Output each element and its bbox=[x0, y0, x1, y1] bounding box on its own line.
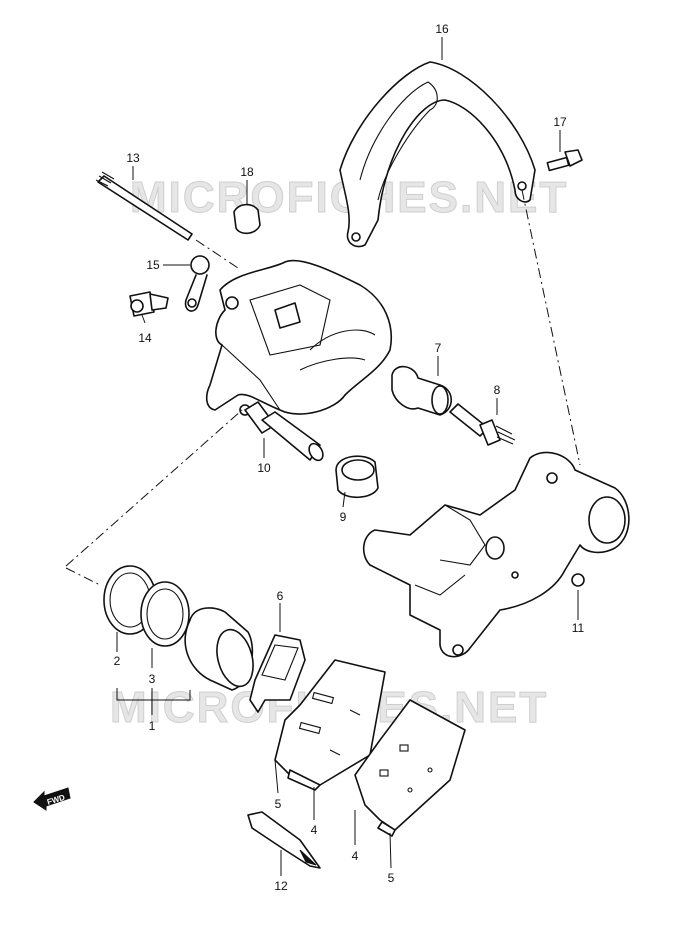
part-18-cap bbox=[233, 203, 261, 235]
callout-5-left: 5 bbox=[275, 797, 282, 811]
callout-16: 16 bbox=[435, 22, 449, 36]
part-17-bolt bbox=[546, 149, 583, 172]
callout-18: 18 bbox=[240, 165, 254, 179]
part-7-sleeve bbox=[391, 365, 453, 416]
part-15-clip bbox=[184, 255, 210, 312]
callout-15: 15 bbox=[146, 258, 160, 272]
callout-11: 11 bbox=[572, 621, 585, 635]
callout-6: 6 bbox=[277, 589, 284, 603]
part-12-spring bbox=[247, 811, 321, 869]
callout-8: 8 bbox=[494, 383, 501, 397]
part-10-slide-pin bbox=[244, 401, 324, 462]
callout-9: 9 bbox=[340, 510, 347, 524]
part-11-caliper-bracket bbox=[362, 451, 630, 658]
callout-17: 17 bbox=[553, 115, 567, 129]
piston bbox=[184, 607, 254, 691]
callout-4-left: 4 bbox=[311, 823, 318, 837]
callout-labels: 16 17 13 18 15 14 7 8 10 9 11 6 2 3 1 5 … bbox=[114, 22, 585, 893]
part-14-bleed-valve bbox=[129, 291, 169, 317]
part-16-bracket bbox=[339, 61, 536, 248]
brake-pad-set-1 bbox=[274, 659, 386, 791]
part-6-spring bbox=[249, 634, 306, 713]
callout-4-right: 4 bbox=[352, 849, 359, 863]
part-9-boot bbox=[335, 455, 379, 499]
leader-lines bbox=[65, 37, 581, 876]
callout-2: 2 bbox=[114, 654, 121, 668]
part-13-pin bbox=[95, 171, 193, 241]
caliper-body bbox=[205, 259, 392, 416]
part-8-bolt bbox=[449, 403, 516, 446]
part-3-seal bbox=[140, 581, 190, 647]
callout-10: 10 bbox=[257, 461, 271, 475]
callout-14: 14 bbox=[138, 331, 152, 345]
callout-12: 12 bbox=[274, 879, 288, 893]
callout-7: 7 bbox=[435, 341, 442, 355]
callout-1: 1 bbox=[149, 719, 156, 733]
fwd-direction-badge: FWD bbox=[33, 787, 71, 811]
callout-3: 3 bbox=[149, 672, 156, 686]
fwd-arrow-icon bbox=[33, 787, 71, 811]
callout-5-right: 5 bbox=[388, 871, 395, 885]
callout-13: 13 bbox=[126, 151, 140, 165]
brake-pad-set-2 bbox=[354, 699, 466, 837]
